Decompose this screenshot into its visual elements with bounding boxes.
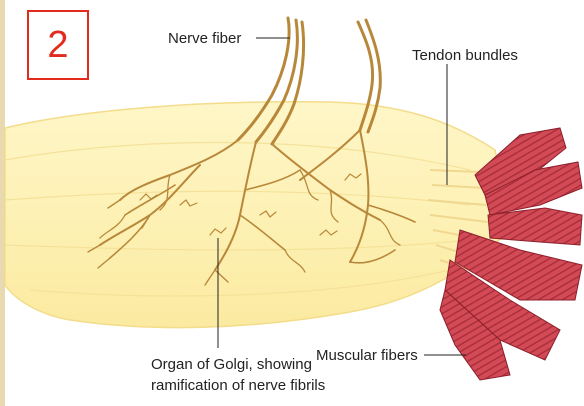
label-nerve-fiber: Nerve fiber xyxy=(168,30,241,47)
label-muscular-fibers: Muscular fibers xyxy=(316,347,418,364)
muscle-fiber xyxy=(488,208,582,245)
label-organ-of-golgi-line1: Organ of Golgi, showing xyxy=(151,356,312,373)
label-organ-of-golgi-line2: ramification of nerve fibrils xyxy=(151,377,325,394)
label-tendon-bundles: Tendon bundles xyxy=(412,47,518,64)
